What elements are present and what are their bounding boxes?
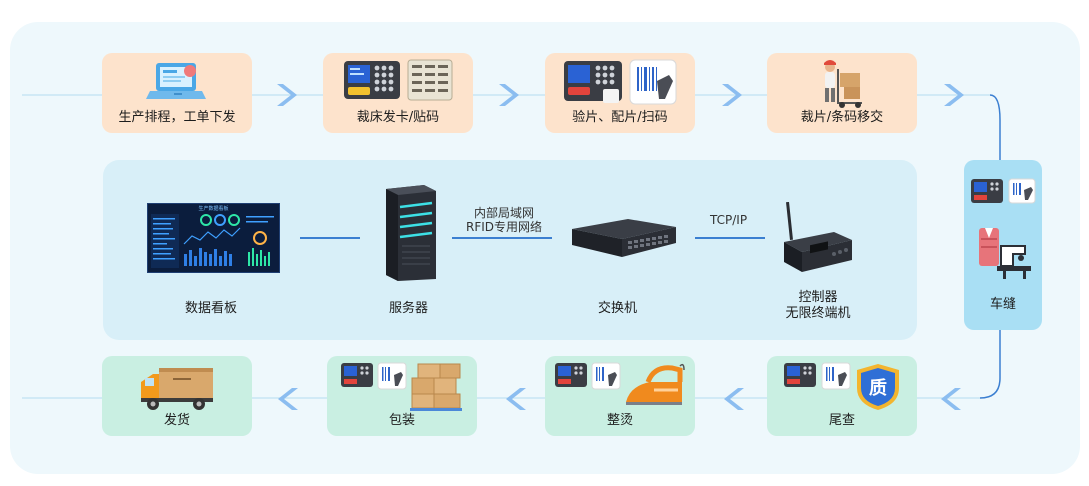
step-schedule[interactable]: 生产排程，工单下发 xyxy=(102,53,252,133)
hand-truck-worker-icon xyxy=(767,59,917,109)
chevron-right-icon xyxy=(499,84,519,106)
server-label: 服务器 xyxy=(389,301,429,316)
step-label: 裁片/条码移交 xyxy=(800,110,884,125)
step-label: 验片、配片/扫码 xyxy=(572,110,668,125)
packaging-boxes-icon xyxy=(327,362,477,412)
wireless-controller-icon[interactable] xyxy=(778,202,856,276)
dashboard-charts-icon xyxy=(151,214,274,268)
step-label: 整烫 xyxy=(606,413,633,428)
controller-label-line2: 无限终端机 xyxy=(785,306,851,321)
chevron-left-icon xyxy=(506,388,526,410)
step-final-inspection[interactable]: 质 尾查 xyxy=(767,356,917,436)
step-ship[interactable]: 发货 xyxy=(102,356,252,436)
step-packaging[interactable]: 包装 xyxy=(327,356,477,436)
step-sewing[interactable]: 车缝 xyxy=(964,160,1042,330)
chevron-left-icon xyxy=(941,388,961,410)
sewing-scanner-pair-icon xyxy=(964,178,1042,204)
network-label: 内部局域网 RFID专用网络 xyxy=(462,206,546,234)
barcode-scanner-icon xyxy=(545,59,695,105)
network-label-line1: 内部局域网 xyxy=(473,206,534,220)
laptop-schedule-icon xyxy=(102,59,252,109)
link-server-switch xyxy=(452,237,552,239)
dashboard-screen[interactable]: 生产数据看板 xyxy=(147,203,280,273)
dashboard-title: 生产数据看板 xyxy=(198,206,229,212)
delivery-truck-icon xyxy=(102,362,252,412)
link-dashboard-server xyxy=(300,237,360,239)
step-transfer[interactable]: 裁片/条码移交 xyxy=(767,53,917,133)
dashboard-label: 数据看板 xyxy=(185,301,238,316)
chevron-right-icon xyxy=(944,84,964,106)
step-label: 裁床发卡/贴码 xyxy=(356,110,440,125)
step-label: 生产排程，工单下发 xyxy=(118,110,236,125)
step-label: 发货 xyxy=(163,413,190,428)
network-switch-icon[interactable] xyxy=(568,215,680,261)
controller-label-line1: 控制器 xyxy=(798,290,838,305)
step-label: 尾查 xyxy=(828,413,855,428)
step-inspect-scan[interactable]: 验片、配片/扫码 xyxy=(545,53,695,133)
iron-icon xyxy=(545,362,695,406)
quality-shield-icon: 质 xyxy=(767,362,917,412)
tcp-label: TCP/IP xyxy=(710,213,748,227)
link-switch-controller xyxy=(695,237,765,239)
step-ironing[interactable]: 整烫 xyxy=(545,356,695,436)
controller-label: 控制器 无限终端机 xyxy=(778,290,858,322)
chevron-left-icon xyxy=(278,388,298,410)
server-rack-icon[interactable] xyxy=(378,183,440,283)
chevron-left-icon xyxy=(724,388,744,410)
step-label: 车缝 xyxy=(989,297,1016,312)
quality-mark: 质 xyxy=(869,378,887,399)
sewing-machine-icon xyxy=(979,228,1031,279)
chevron-right-icon xyxy=(722,84,742,106)
network-label-line2: RFID专用网络 xyxy=(465,220,543,234)
switch-label: 交换机 xyxy=(598,301,638,316)
card-reader-icon xyxy=(323,59,473,101)
chevron-right-icon xyxy=(277,84,297,106)
step-card-issue[interactable]: 裁床发卡/贴码 xyxy=(323,53,473,133)
step-label: 包装 xyxy=(388,413,415,428)
